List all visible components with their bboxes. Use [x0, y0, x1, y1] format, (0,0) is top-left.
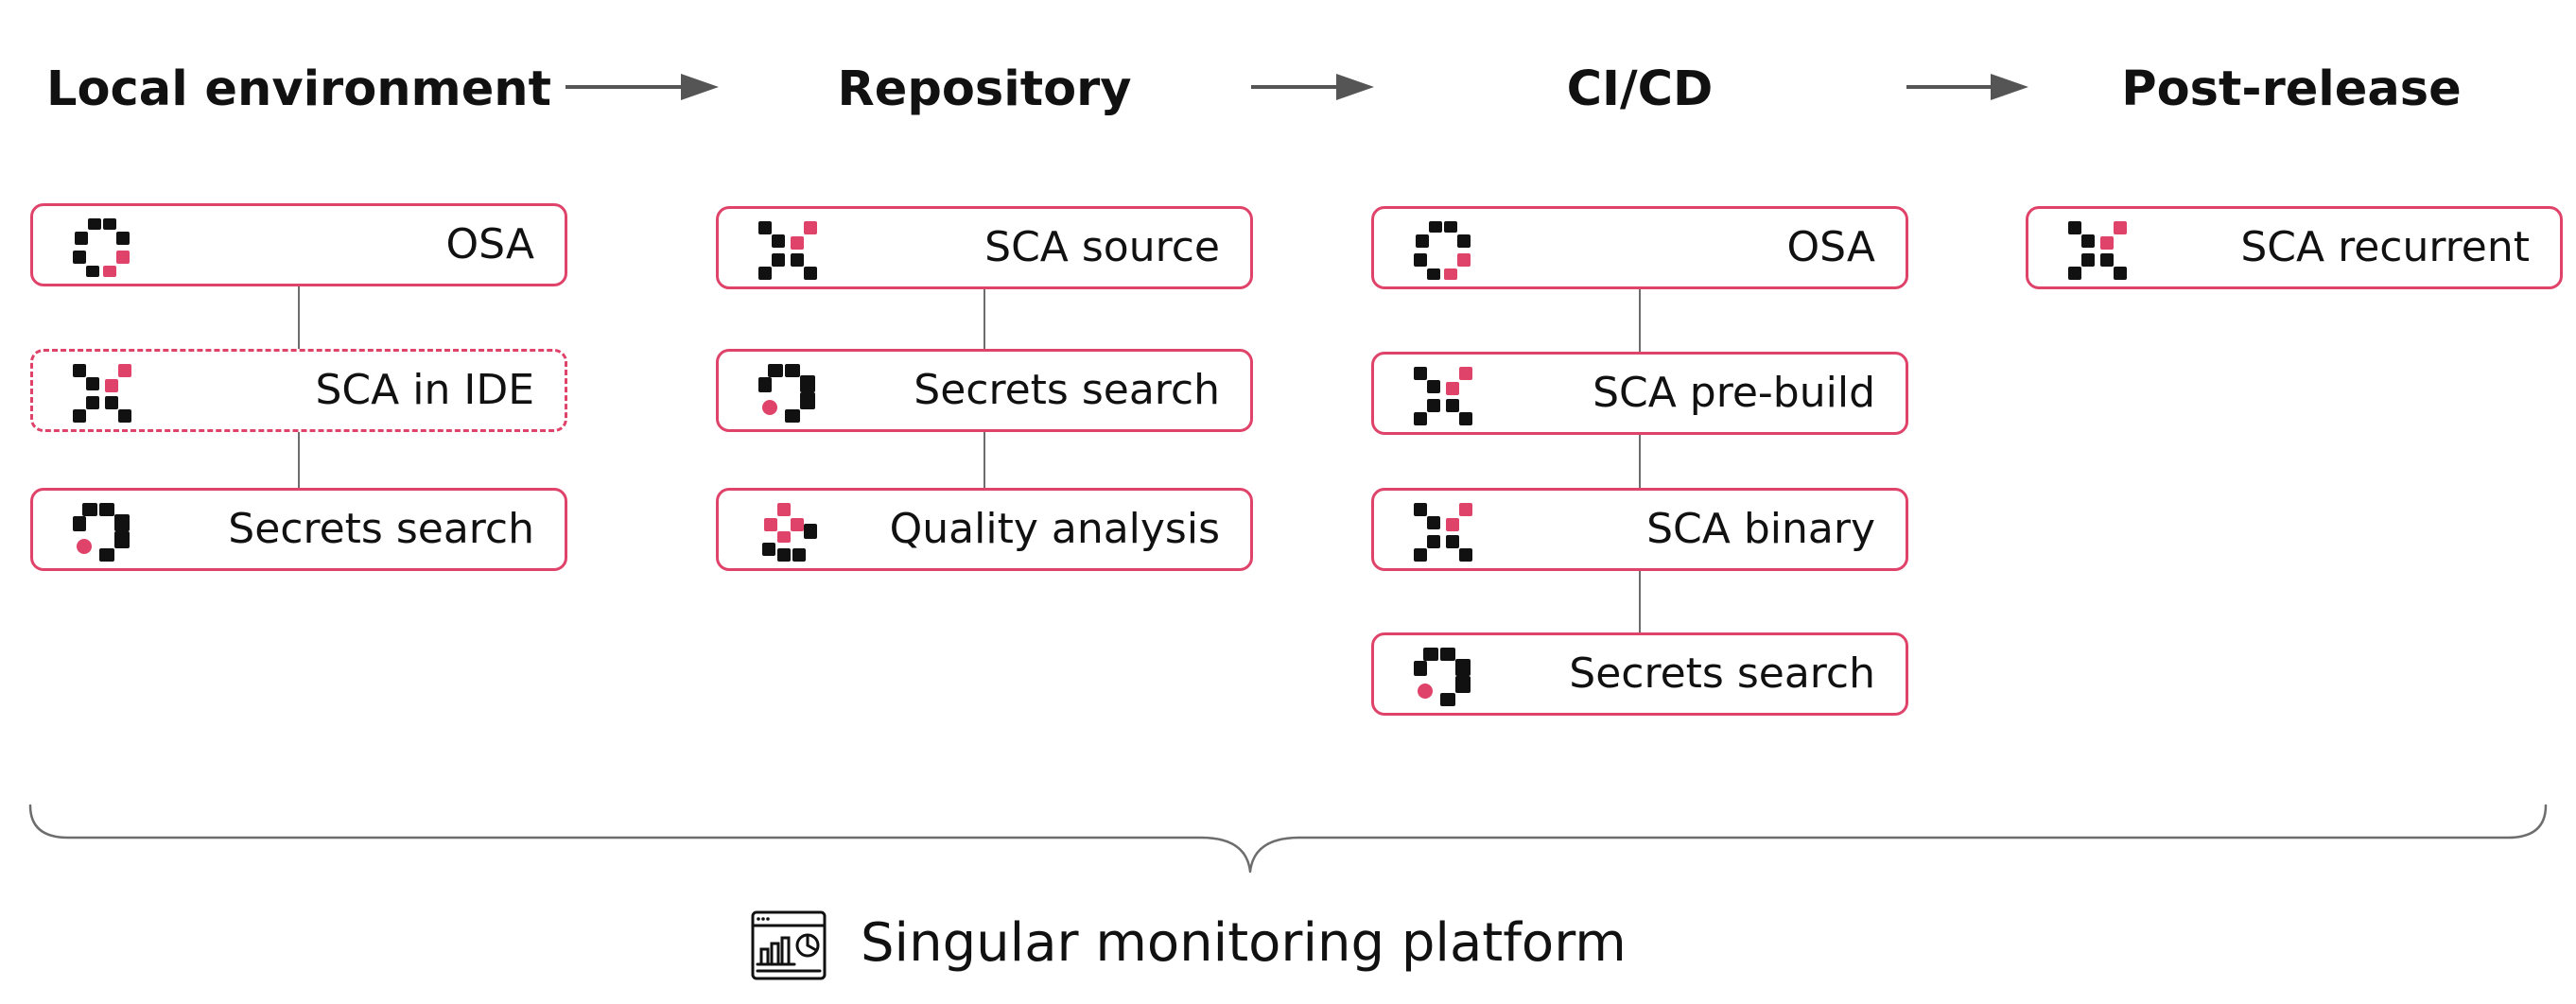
tool-connector	[1639, 289, 1641, 352]
tool-label: SCA pre-build	[1593, 369, 1875, 417]
tool-label: Secrets search	[914, 366, 1220, 414]
flow-arrow-shaft	[566, 85, 683, 89]
tool-connector	[298, 432, 300, 488]
tool-card: Quality analysis	[716, 488, 1253, 571]
secrets-icon	[71, 501, 133, 563]
flow-arrow-head	[1991, 74, 2028, 100]
stage-title: Repository	[837, 61, 1132, 117]
sca-icon	[757, 219, 819, 282]
tool-card: SCA in IDE	[30, 349, 567, 432]
dashboard-icon	[750, 909, 827, 981]
tool-card: OSA	[1371, 206, 1908, 289]
tool-label: Secrets search	[1569, 649, 1875, 698]
flow-arrow-shaft	[1906, 85, 1993, 89]
flow-arrow-head	[1336, 74, 1374, 100]
tool-label: SCA source	[984, 223, 1220, 271]
tool-card: OSA	[30, 203, 567, 286]
stage-title: Local environment	[46, 61, 551, 117]
tool-connector	[983, 432, 985, 488]
quality-icon	[757, 501, 819, 563]
tool-card: Secrets search	[716, 349, 1253, 432]
tool-card: SCA pre-build	[1371, 352, 1908, 435]
tool-connector	[1639, 571, 1641, 632]
stage-title: CI/CD	[1566, 61, 1714, 117]
platform-label: Singular monitoring platform	[861, 912, 1627, 974]
tool-card: SCA source	[716, 206, 1253, 289]
tool-card: SCA binary	[1371, 488, 1908, 571]
tool-connector	[1639, 435, 1641, 488]
tool-label: OSA	[1786, 223, 1875, 271]
sca-icon	[2066, 219, 2129, 282]
tool-label: Secrets search	[228, 505, 534, 553]
tool-label: Quality analysis	[889, 505, 1220, 553]
tool-card: Secrets search	[30, 488, 567, 571]
secrets-icon	[757, 362, 819, 424]
grouping-brace-path	[28, 804, 2548, 874]
flow-arrow-shaft	[1251, 85, 1338, 89]
tool-label: SCA recurrent	[2240, 223, 2530, 271]
tool-label: SCA binary	[1646, 505, 1875, 553]
osa-icon	[71, 216, 133, 279]
tool-card: Secrets search	[1371, 632, 1908, 716]
tool-card: SCA recurrent	[2026, 206, 2563, 289]
secrets-icon	[1412, 646, 1474, 708]
tool-connector	[983, 289, 985, 349]
tool-connector	[298, 286, 300, 349]
osa-icon	[1412, 219, 1474, 282]
sca-icon	[1412, 365, 1474, 427]
tool-label: SCA in IDE	[315, 366, 535, 414]
flow-arrow-head	[681, 74, 719, 100]
stage-title: Post-release	[2121, 61, 2462, 117]
tool-label: OSA	[445, 220, 534, 268]
sca-icon	[71, 362, 133, 424]
sca-icon	[1412, 501, 1474, 563]
